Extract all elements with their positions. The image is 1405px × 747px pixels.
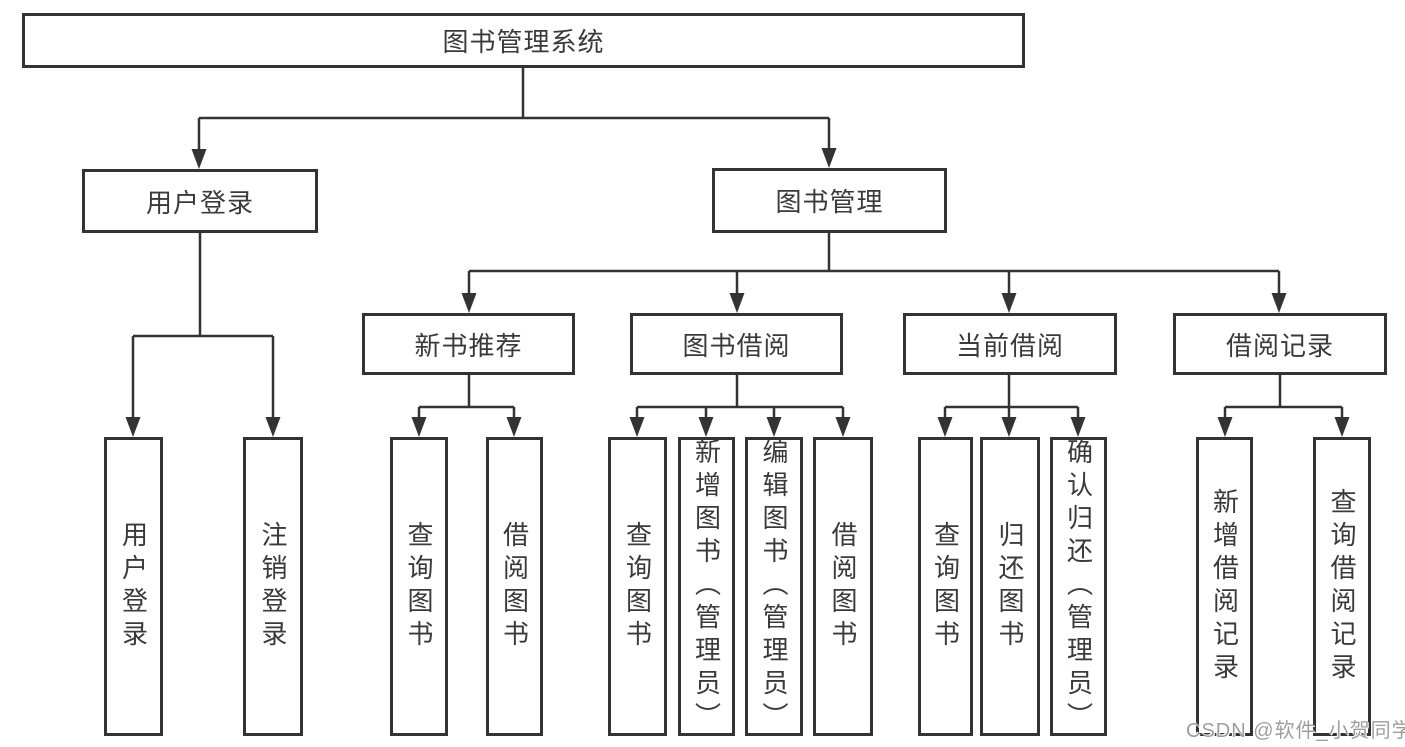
leaf-query-books-recommend: 查询图书 xyxy=(390,437,448,736)
leaf-confirm-return-admin: 确认归还（管理员） xyxy=(1050,437,1107,736)
arrow-icon xyxy=(191,149,207,169)
arrow-icon xyxy=(1070,417,1086,437)
leaf-query-books-borrowing: 查询图书 xyxy=(608,437,667,736)
arrow-icon xyxy=(937,417,953,437)
leaf-borrow-books: 借阅图书 xyxy=(813,437,873,736)
arrow-icon xyxy=(1271,293,1287,313)
leaf-return-books: 归还图书 xyxy=(980,437,1040,736)
leaf-query-borrow-record: 查询借阅记录 xyxy=(1313,437,1371,736)
arrow-icon xyxy=(125,417,141,437)
arrow-icon xyxy=(1217,417,1233,437)
leaf-user-login: 用户登录 xyxy=(104,437,163,736)
leaf-edit-books-admin: 编辑图书（管理员） xyxy=(745,437,803,736)
node-new-book-recommendation: 新书推荐 xyxy=(362,313,575,375)
arrow-icon xyxy=(506,417,522,437)
arrow-icon xyxy=(729,293,745,313)
arrow-icon xyxy=(1334,417,1350,437)
node-current-borrowing: 当前借阅 xyxy=(903,313,1117,375)
leaf-add-books-admin: 新增图书（管理员） xyxy=(678,437,735,736)
node-user-login: 用户登录 xyxy=(82,169,318,233)
arrow-icon xyxy=(411,417,427,437)
arrow-icon xyxy=(766,417,782,437)
watermark: CSDN @软件_小贺同学 xyxy=(1186,720,1405,742)
node-book-management: 图书管理 xyxy=(712,168,947,233)
leaf-logout: 注销登录 xyxy=(243,437,303,736)
leaf-add-borrow-record: 新增借阅记录 xyxy=(1196,437,1253,736)
arrow-icon xyxy=(835,417,851,437)
arrow-icon xyxy=(821,148,837,168)
leaf-query-books-current: 查询图书 xyxy=(918,437,973,736)
arrow-icon xyxy=(629,417,645,437)
arrow-icon xyxy=(1001,293,1017,313)
node-library-management-system: 图书管理系统 xyxy=(22,13,1025,68)
arrow-icon xyxy=(698,417,714,437)
node-book-borrowing: 图书借阅 xyxy=(630,313,843,375)
leaf-borrow-books-recommend: 借阅图书 xyxy=(486,437,543,736)
arrow-icon xyxy=(461,293,477,313)
node-borrowing-records: 借阅记录 xyxy=(1173,313,1387,375)
arrow-icon xyxy=(1001,417,1017,437)
arrow-icon xyxy=(265,417,281,437)
